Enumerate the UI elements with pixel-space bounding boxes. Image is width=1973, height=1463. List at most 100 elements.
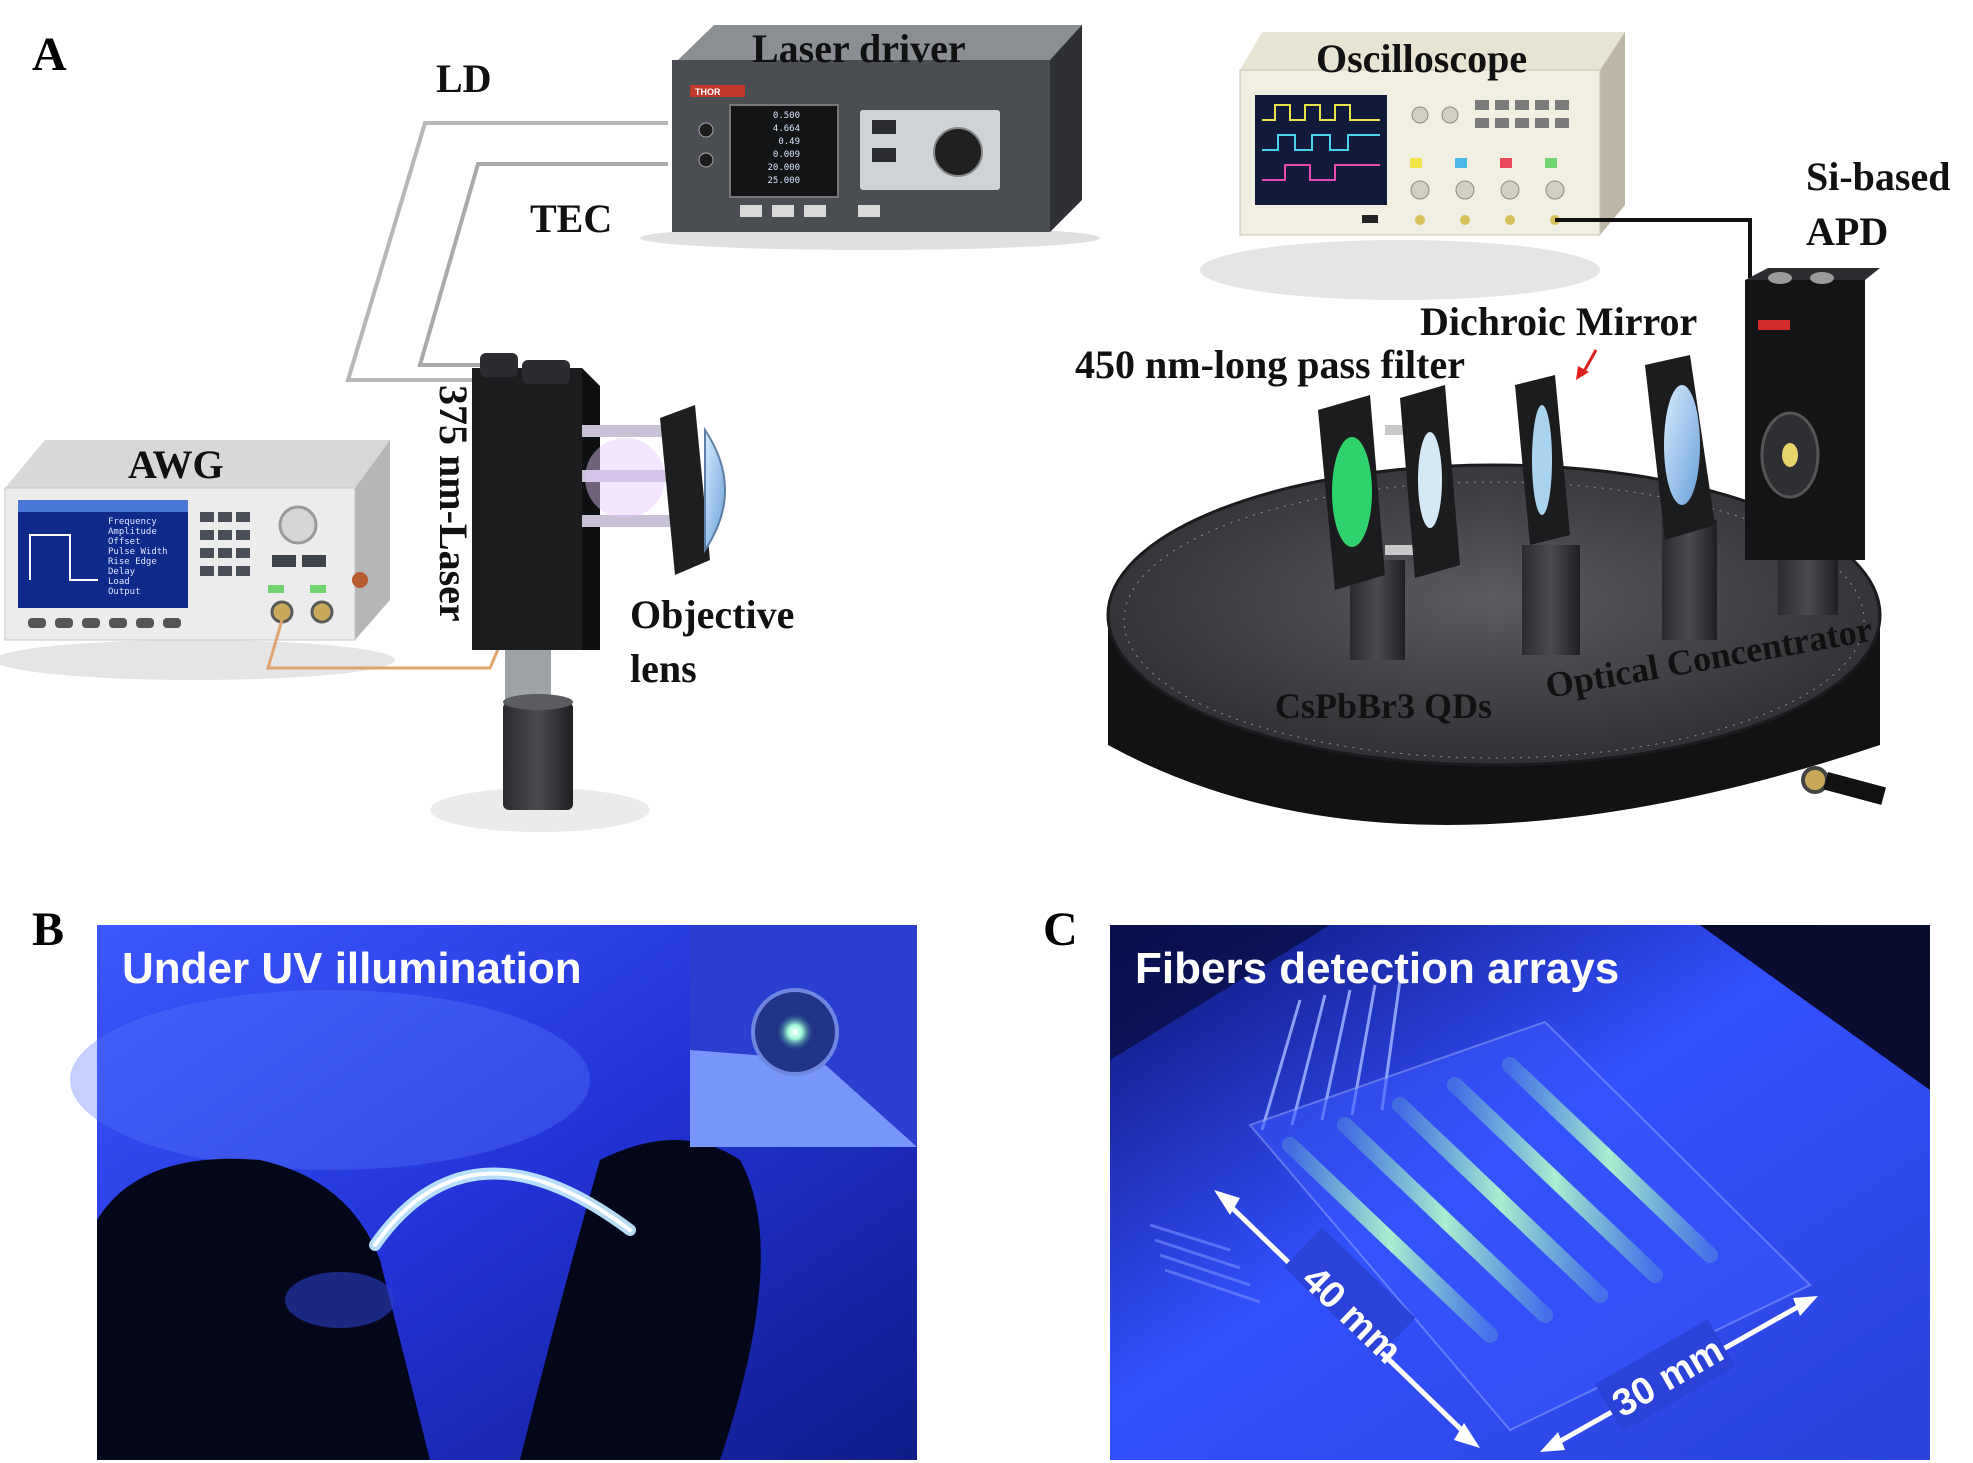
label-ld: LD bbox=[436, 56, 492, 101]
awg-screen-header bbox=[18, 500, 188, 512]
cage-rod-3 bbox=[582, 515, 672, 527]
apd-connector-2 bbox=[1810, 272, 1834, 284]
label-oscilloscope: Oscilloscope bbox=[1316, 36, 1527, 81]
apd-sensor bbox=[1782, 443, 1798, 467]
panel-label-b: B bbox=[32, 903, 64, 956]
ld-cable bbox=[345, 121, 668, 382]
label-awg: AWG bbox=[128, 442, 224, 487]
label-laser: 375 nm-Laser bbox=[431, 385, 476, 622]
awg-readout-item: Offset bbox=[108, 537, 141, 547]
scope-controls bbox=[1410, 100, 1569, 225]
cage-rod-1 bbox=[582, 425, 672, 437]
scope-trace-1 bbox=[1262, 104, 1380, 121]
panel-label-c: C bbox=[1043, 903, 1078, 956]
objective-lens-glass bbox=[704, 426, 726, 554]
photo-b-surface-highlight bbox=[70, 990, 590, 1170]
driver-button-1 bbox=[872, 120, 896, 134]
driver-value: 25.000 bbox=[767, 176, 800, 186]
awg-ch1-indicator bbox=[268, 585, 284, 593]
photo-b-right-finger bbox=[520, 1140, 761, 1460]
photo-b-inset-glow bbox=[777, 1014, 813, 1050]
dim-arrow-30mm-head-left bbox=[1540, 1432, 1565, 1452]
awg-readout-item: Amplitude bbox=[108, 527, 157, 537]
awg-readout-item: Output bbox=[108, 587, 141, 597]
panel-b: B Under UV illumination bbox=[32, 903, 917, 1460]
awg-softkey-1 bbox=[28, 618, 46, 628]
dichroic-post bbox=[1522, 545, 1580, 655]
driver-value: 0.49 bbox=[778, 137, 800, 147]
laser-cap-2 bbox=[522, 360, 570, 384]
awg-readout-item: Frequency bbox=[108, 517, 157, 527]
awg-readout-item: Delay bbox=[108, 567, 136, 577]
dichroic-glass bbox=[1532, 405, 1552, 515]
stage-knob bbox=[1801, 766, 1829, 794]
label-qds: CsPbBr3 QDs bbox=[1275, 686, 1492, 726]
awg-power-led bbox=[352, 572, 368, 588]
cage-rod-2 bbox=[582, 470, 672, 482]
concentrator-lens bbox=[1664, 385, 1700, 505]
concentrator-post bbox=[1662, 520, 1717, 640]
scope-top bbox=[1240, 32, 1625, 70]
photo-b-fiber-core bbox=[373, 1171, 632, 1247]
apd-detector bbox=[1745, 268, 1880, 615]
driver-value: 0.009 bbox=[773, 150, 800, 160]
laser-driver-top bbox=[678, 25, 1082, 60]
awg-top bbox=[5, 440, 390, 488]
objective-mount bbox=[660, 405, 710, 575]
awg-keypad bbox=[200, 512, 250, 576]
dichroic-mirror-holder bbox=[1515, 375, 1580, 655]
driver-knob bbox=[933, 127, 983, 177]
oscilloscope bbox=[1200, 32, 1625, 300]
label-apd-1: Si-based bbox=[1806, 154, 1951, 199]
driver-key-switch bbox=[698, 122, 714, 138]
awg-cable bbox=[266, 619, 504, 670]
driver-softkey-1 bbox=[740, 205, 762, 217]
awg-bnc-ch1 bbox=[270, 600, 294, 624]
laser-assembly bbox=[430, 353, 726, 832]
filter-glass bbox=[1418, 432, 1442, 528]
awg-arrow-left bbox=[272, 555, 296, 567]
awg-readout-item: Rise Edge bbox=[108, 557, 157, 567]
driver-softkey-3 bbox=[804, 205, 826, 217]
tec-cable bbox=[417, 162, 668, 367]
awg-arrow-right bbox=[302, 555, 326, 567]
panel-c: C 40 mm bbox=[1043, 903, 1930, 1460]
driver-brand-text: THOR bbox=[695, 87, 721, 97]
dim-arrow-40mm-head-top bbox=[1214, 1190, 1240, 1215]
photo-b-inset-floor bbox=[690, 1050, 917, 1147]
laser-body bbox=[472, 368, 582, 650]
awg-bnc-ch2 bbox=[310, 600, 334, 624]
photo-c-title: Fibers detection arrays bbox=[1135, 944, 1619, 993]
awg-side bbox=[355, 440, 390, 640]
awg-softkey-2 bbox=[55, 618, 73, 628]
awg-screen bbox=[18, 500, 188, 608]
dim-arrow-30mm-head-right bbox=[1793, 1296, 1818, 1316]
dim-arrow-40mm-head-bottom bbox=[1454, 1423, 1480, 1448]
stage-degree-scale bbox=[1123, 481, 1865, 759]
dim-40mm-label-bg bbox=[1283, 1227, 1416, 1358]
photo-c-fiber-array bbox=[1282, 1057, 1718, 1343]
driver-key-switch-2 bbox=[698, 152, 714, 168]
driver-softkey-4 bbox=[858, 205, 880, 217]
laser-driver-side bbox=[1050, 25, 1082, 232]
awg-waveform bbox=[29, 534, 98, 581]
driver-value: 4.664 bbox=[773, 124, 800, 134]
label-apd-2: APD bbox=[1806, 209, 1888, 254]
scope-trace-2 bbox=[1262, 134, 1380, 151]
laser-post-holder bbox=[503, 702, 573, 810]
driver-value: 20.000 bbox=[767, 163, 800, 173]
label-laser-driver: Laser driver bbox=[752, 26, 966, 71]
laser-cap-1 bbox=[480, 353, 518, 377]
scope-trace-3 bbox=[1262, 164, 1380, 181]
optical-concentrator-holder bbox=[1645, 355, 1717, 640]
laser-beam-glow bbox=[585, 438, 665, 518]
stage-lock-handle bbox=[1823, 771, 1886, 805]
photo-c-ruler-marks bbox=[1149, 1223, 1261, 1304]
photo-c-dark-corner bbox=[1700, 925, 1930, 1090]
label-objective-1: Objective bbox=[630, 592, 794, 637]
